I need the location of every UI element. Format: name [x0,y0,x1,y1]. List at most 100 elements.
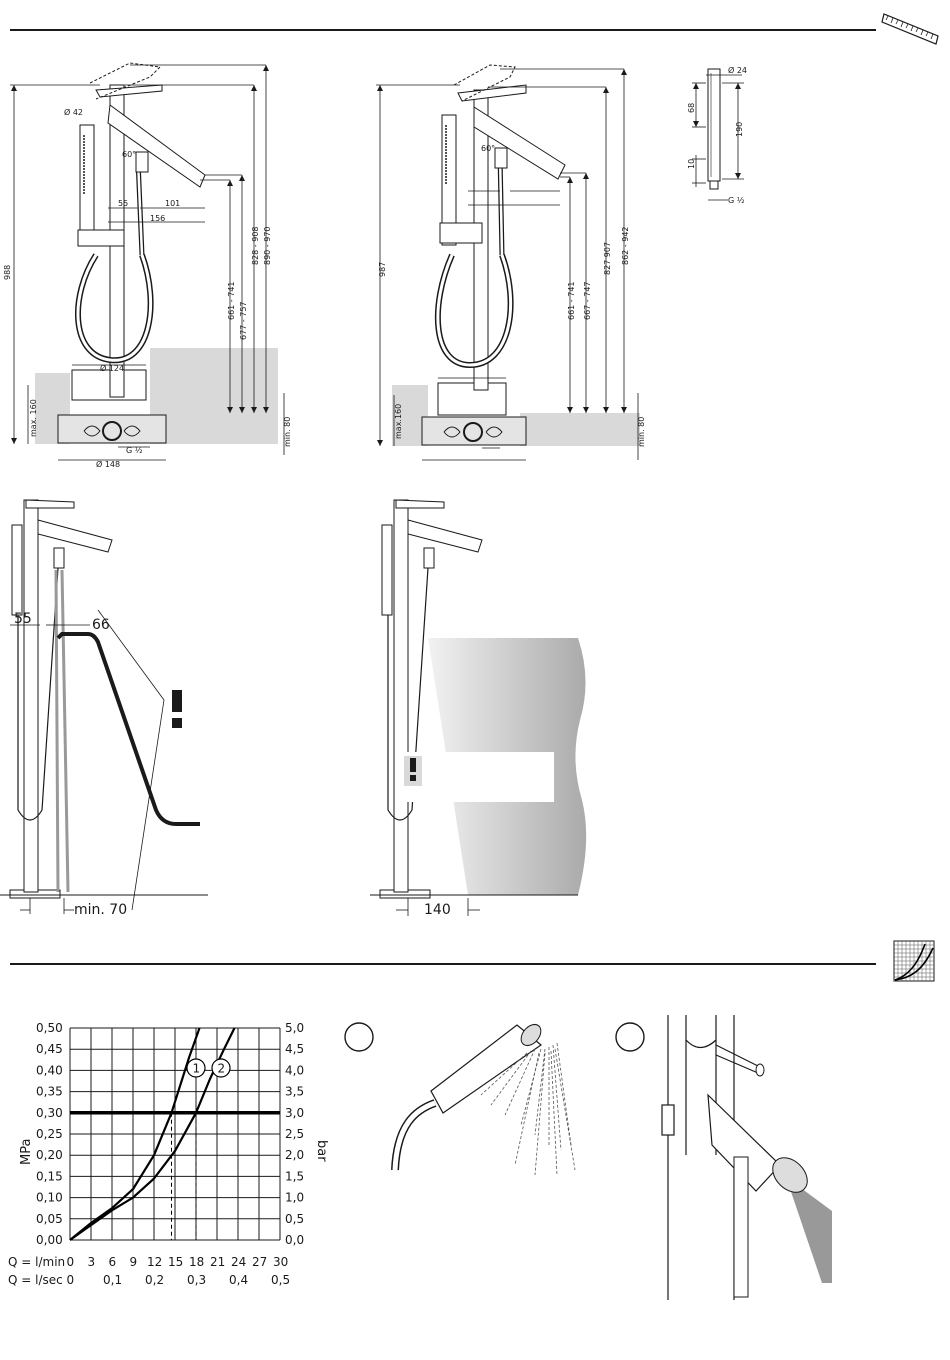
x-tick-l-min: 3 [88,1255,96,1269]
clearance-drawing-right: 140 [370,499,587,918]
y-tick-mpa: 0,00 [36,1233,63,1247]
dim-g-half: G ½ [126,446,143,455]
x-tick-l-min: 9 [130,1255,138,1269]
detail-marker-circle [344,1022,374,1052]
dim-r2: 677 - 757 [239,301,248,340]
series-label-2: 2 [218,1062,226,1076]
x-tick-l-min: 12 [147,1255,162,1269]
dim-10: 10 [687,159,696,169]
series-label-circle-1 [186,1058,206,1078]
x-tick-l-sec: 0,5 [271,1273,290,1287]
handshower-dimension-drawing: Ø 24 68 190 10 G ½ [687,65,747,205]
y-tick-bar: 5,0 [285,1021,304,1035]
handshower-spray-detail [344,1022,576,1176]
warning-icon [404,756,422,786]
dim-r1: 661 - 741 [227,281,236,320]
x-tick-l-min: 0 [67,1255,75,1269]
dim-66: 66 [92,617,110,633]
y-tick-bar: 2,5 [285,1127,304,1141]
y-tick-bar: 1,5 [285,1169,304,1183]
dim-max160: max.160 [394,404,403,439]
warning-icon [172,690,182,728]
x-tick-l-min: 15 [168,1255,183,1269]
chart-y-ticks-bar: 0,0 0,5 1,0 1,5 2,0 2,5 3,0 3,5 4,0 4,5 5,0 [285,1021,304,1247]
x-tick-l-min: 30 [273,1255,288,1269]
x-tick-l-min: 24 [231,1255,246,1269]
dim-140: 140 [424,902,451,918]
x-tick-l-sec: 0,3 [187,1273,206,1287]
dim-max160: max. 160 [29,399,38,437]
x-axis-label-l-min: Q = l/min [8,1255,65,1269]
x-tick-l-min: 18 [189,1255,204,1269]
x-tick-l-sec: 0,4 [229,1273,248,1287]
y-axis-label-mpa: MPa [19,1139,34,1165]
dim-angle: 60° [122,150,136,159]
y-tick-mpa: 0,50 [36,1021,63,1035]
dim-d42: Ø 42 [64,107,83,117]
dim-101: 101 [165,199,180,208]
spout-flow-detail [615,1015,832,1300]
detail-marker-circle [615,1022,645,1052]
y-axis-label-bar: bar [314,1140,329,1162]
x-axis-label-l-sec: Q = l/sec [8,1273,63,1287]
dim-156: 156 [150,214,165,223]
clearance-drawing-left: 55 66 min. 70 [0,499,208,918]
chart-grid [69,1027,281,1241]
dim-g-half: G ½ [728,196,745,205]
water-stream [786,1177,832,1283]
dim-d24: Ø 24 [728,65,747,75]
x-tick-l-sec: 0,2 [145,1273,164,1287]
y-tick-bar: 0,5 [285,1212,304,1226]
y-tick-bar: 3,0 [285,1106,304,1120]
dim-55: 55 [14,611,32,627]
y-tick-bar: 1,0 [285,1191,304,1205]
y-tick-bar: 0,0 [285,1233,304,1247]
warning-label-box [400,752,554,802]
dim-r3: 828 - 908 [251,226,260,265]
chart-readout-lines [171,1112,197,1240]
y-tick-mpa: 0,25 [36,1127,63,1141]
y-tick-bar: 4,5 [285,1042,304,1056]
dim-55: 55 [118,199,128,208]
faucet-dimension-drawing-right: 987 max.160 min. 80 60° 661 - 741 667 - … [376,64,646,461]
dim-r4: 862 - 942 [621,226,630,265]
ruler-icon [881,13,939,45]
flow-graph-icon [893,940,935,982]
x-tick-l-min: 21 [210,1255,225,1269]
x-tick-l-sec: 0,1 [103,1273,122,1287]
floor-block [520,413,640,446]
dim-68: 68 [687,103,696,113]
dim-min70: min. 70 [74,902,127,918]
series-line-1 [69,1027,201,1241]
y-tick-mpa: 0,20 [36,1148,63,1162]
y-tick-bar: 2,0 [285,1148,304,1162]
faucet-dimension-drawing-left: 988 max. 160 min. 80 Ø 42 60° 55 101 156… [3,62,292,469]
y-tick-mpa: 0,30 [36,1106,63,1120]
dim-min80: min. 80 [637,417,646,447]
dim-988: 988 [3,265,12,280]
x-tick-l-sec: 0 [67,1273,75,1287]
bathtub-edge [56,632,200,826]
dim-d124: Ø 124 [100,363,124,373]
y-tick-mpa: 0,40 [36,1063,63,1077]
dim-r4: 890 - 970 [263,226,272,265]
series-label-circle-2 [211,1058,231,1078]
y-tick-mpa: 0,05 [36,1212,63,1226]
dim-min80: min. 80 [283,417,292,447]
dim-190: 190 [735,122,744,137]
dim-r2: 667 - 747 [583,281,592,320]
chart-y-ticks-mpa: 0,00 0,05 0,10 0,15 0,20 0,25 0,30 0,35 0,40 0,45… [36,1021,63,1247]
y-tick-mpa: 0,15 [36,1169,63,1183]
series-label-1: 1 [193,1062,201,1076]
y-tick-bar: 3,5 [285,1085,304,1099]
bottom-rule [10,963,876,965]
floor-block [150,348,278,444]
dim-angle: 60° [481,144,495,153]
y-tick-mpa: 0,45 [36,1042,63,1056]
y-tick-mpa: 0,35 [36,1085,63,1099]
x-tick-l-min: 6 [109,1255,117,1269]
y-tick-bar: 4,0 [285,1063,304,1077]
x-tick-l-min: 27 [252,1255,267,1269]
y-tick-mpa: 0,10 [36,1191,63,1205]
